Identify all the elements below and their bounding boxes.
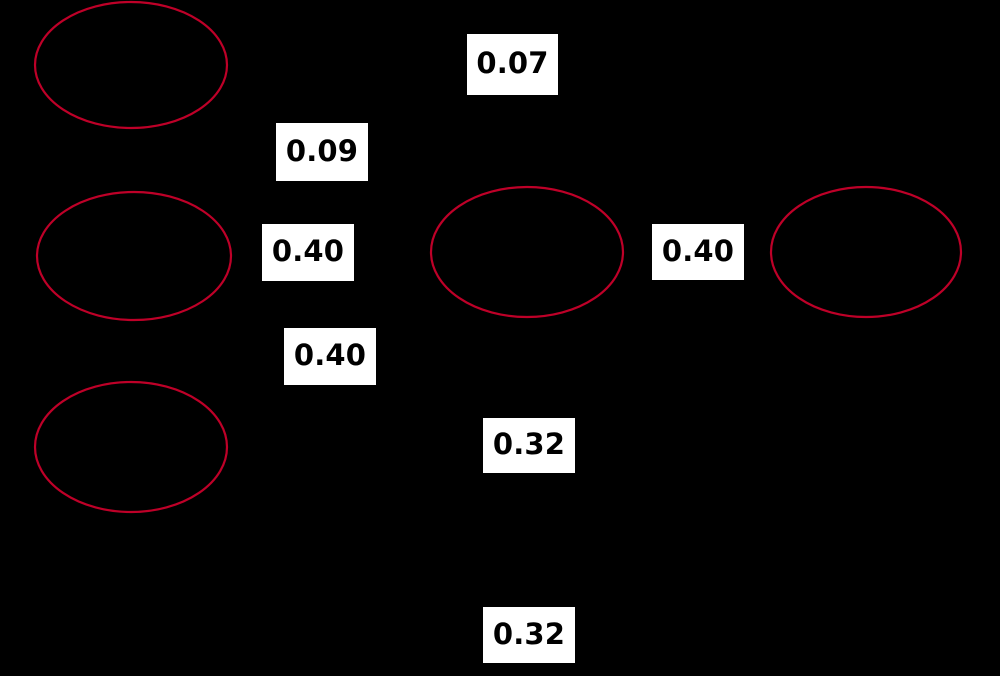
edge-weight-label: 0.32	[483, 607, 575, 663]
nodes-layer	[33, 0, 963, 514]
edge-weight-label: 0.32	[483, 418, 575, 473]
graph-node[interactable]	[33, 0, 229, 130]
edge-weight-label: 0.40	[284, 328, 376, 385]
graph-node[interactable]	[35, 190, 233, 322]
edge-weight-label: 0.40	[652, 224, 744, 280]
node-ellipse[interactable]	[769, 185, 963, 319]
graph-node[interactable]	[769, 185, 963, 319]
node-ellipse[interactable]	[33, 0, 229, 130]
graph-edge	[131, 319, 134, 383]
edge-weight-label: 0.09	[276, 123, 368, 181]
graph-edge	[220, 274, 778, 425]
graph-node[interactable]	[33, 380, 229, 514]
graph-node[interactable]	[429, 185, 625, 319]
node-ellipse[interactable]	[429, 185, 625, 319]
node-ellipse[interactable]	[33, 380, 229, 514]
edge-weight-label: 0.40	[262, 224, 354, 281]
edge-weight-label: 0.07	[467, 34, 558, 95]
node-ellipse[interactable]	[35, 190, 233, 322]
graph-edge	[130, 127, 134, 193]
